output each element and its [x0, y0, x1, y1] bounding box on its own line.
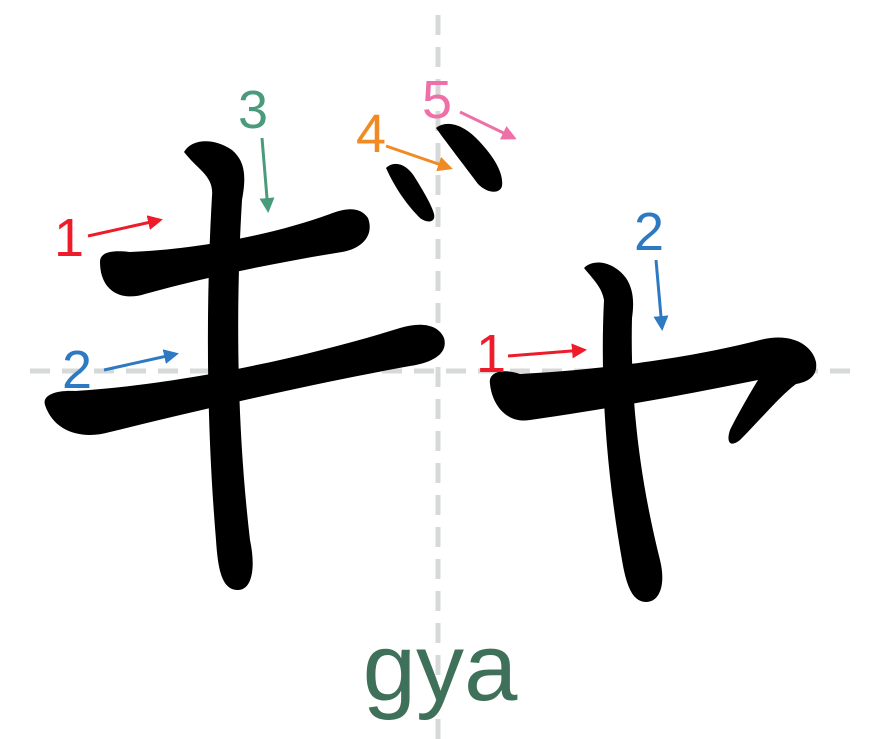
ya-label-2: 2	[634, 202, 669, 331]
gi-label-5-number: 5	[422, 70, 452, 130]
kana-ya-strokes	[489, 262, 817, 602]
gi-label-2-number: 2	[62, 340, 92, 400]
gi-label-1-number: 1	[54, 208, 84, 268]
ya-arrow-1	[507, 343, 587, 359]
gi-label-3: 3	[238, 80, 275, 213]
gi-stroke-3	[184, 141, 253, 590]
gi-label-1: 1	[54, 208, 163, 268]
gi-arrow-5	[459, 110, 517, 140]
kana-gi-strokes	[44, 123, 503, 590]
gi-arrow-2	[103, 349, 179, 372]
gi-label-4-number: 4	[356, 104, 386, 164]
ya-stroke-labels: 1 2	[476, 202, 669, 384]
gi-stroke-5	[436, 123, 503, 192]
gi-label-4: 4	[356, 104, 453, 172]
gi-stroke-2	[44, 324, 445, 435]
romaji-label: gya	[363, 614, 518, 721]
ya-stroke-1	[489, 337, 817, 444]
ya-label-1-number: 1	[476, 324, 506, 384]
gi-label-3-number: 3	[238, 80, 268, 140]
gi-arrow-3	[259, 137, 275, 213]
ya-stroke-2	[584, 262, 663, 602]
ya-arrow-2	[653, 259, 669, 331]
gi-label-5: 5	[422, 70, 517, 140]
gi-stroke-4	[386, 163, 435, 222]
gi-label-2: 2	[62, 340, 179, 400]
gi-arrow-1	[87, 215, 163, 238]
ya-label-2-number: 2	[634, 202, 664, 262]
gi-stroke-labels: 1 2 3 4 5	[54, 70, 517, 400]
ya-label-1: 1	[476, 324, 587, 384]
gi-arrow-4	[385, 144, 453, 172]
